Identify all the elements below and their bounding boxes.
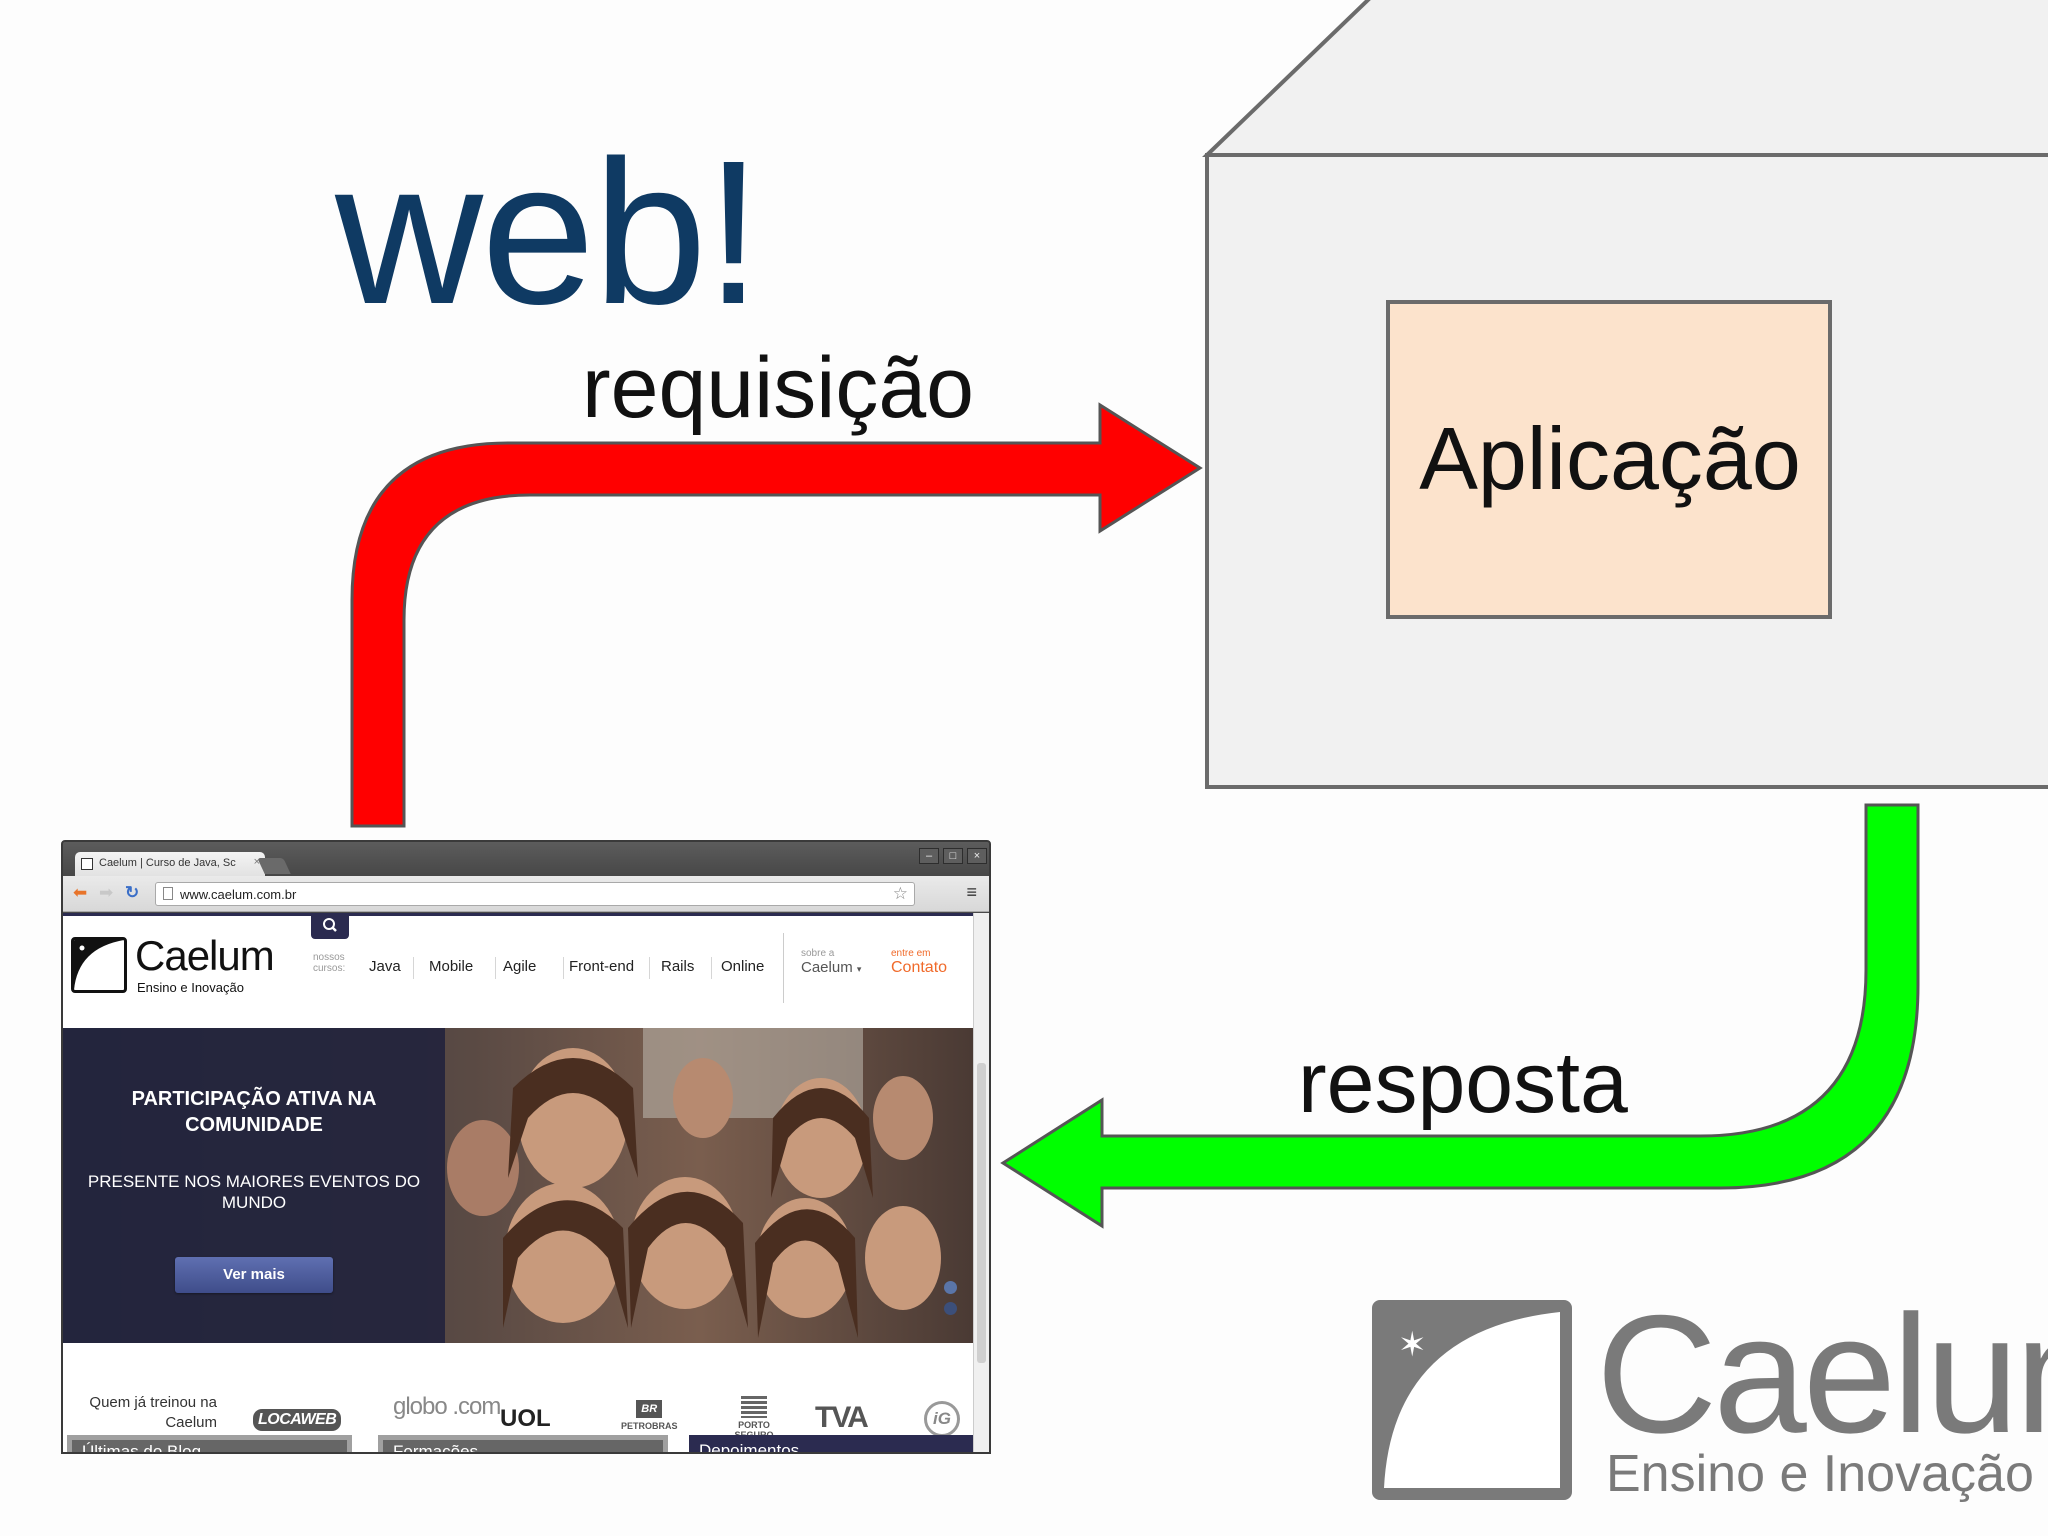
site-top-bar [63, 913, 973, 916]
corporate-logo-name: Caelum [1596, 1280, 2048, 1468]
bookmark-star-icon[interactable]: ☆ [892, 884, 908, 903]
tab-title: Caelum | Curso de Java, Sc [99, 857, 236, 869]
application-box [1386, 300, 1832, 619]
nav-item-online[interactable]: Online [721, 958, 765, 975]
svg-text:✶: ✶ [1398, 1325, 1427, 1365]
client-logo-locaweb: LOCAWEB [253, 1409, 342, 1431]
browser-window: Caelum | Curso de Java, Sc × – □ × ⬅ ➡ ↻… [61, 840, 991, 1454]
minimize-button[interactable]: – [919, 848, 939, 864]
page-icon [163, 887, 173, 900]
about-caelum-label: Caelum [801, 959, 853, 976]
close-window-button[interactable]: × [967, 848, 987, 864]
favicon-icon [81, 858, 93, 870]
caret-down-icon: ▾ [856, 964, 862, 974]
petrobras-br-icon: BR [636, 1400, 663, 1418]
carousel-dot[interactable] [944, 1281, 957, 1294]
porto-seguro-icon [741, 1396, 767, 1418]
nav-divider [495, 957, 496, 979]
application-label: Aplicação [1419, 409, 1801, 508]
nav-divider [563, 957, 564, 979]
carousel-dot[interactable] [944, 1302, 957, 1315]
browser-toolbar: ⬅ ➡ ↻ www.caelum.com.br ☆ ≡ [63, 876, 989, 912]
address-bar[interactable]: www.caelum.com.br ☆ [155, 882, 915, 906]
client-logo-ig: iG [924, 1401, 960, 1437]
tab-depoimentos[interactable]: Depoimentos [689, 1435, 973, 1452]
caelum-logo-icon[interactable] [71, 937, 127, 993]
server-building-roof [1202, 0, 2048, 157]
tab-latest-blog[interactable]: Últimas do Blog [67, 1435, 352, 1452]
vertical-scrollbar[interactable] [973, 913, 989, 1452]
nav-prefix: nossos cursos: [313, 952, 346, 974]
response-arrow [1000, 803, 1920, 1229]
client-logo-porto-seguro: PORTO SEGURO [732, 1396, 776, 1441]
nav-item-agile[interactable]: Agile [503, 958, 537, 975]
contact-link[interactable]: Contato [891, 959, 948, 976]
site-logo-tagline: Ensino e Inovação [137, 980, 244, 995]
search-icon [323, 918, 337, 932]
scrollbar-thumb[interactable] [977, 1063, 986, 1363]
nav-item-mobile[interactable]: Mobile [429, 958, 474, 975]
tab-formacoes[interactable]: Formações [378, 1435, 668, 1452]
browser-tab[interactable]: Caelum | Curso de Java, Sc × [75, 852, 265, 876]
hero-headline: PARTICIPAÇÃO ATIVA NA COMUNIDADE [131, 1088, 377, 1136]
about-caelum-link[interactable]: Caelum ▾ [801, 960, 861, 975]
porto-seguro-wordmark: PORTO SEGURO [734, 1420, 773, 1440]
nav-item-rails[interactable]: Rails [661, 958, 695, 975]
see-more-button[interactable]: Ver mais [175, 1257, 333, 1293]
tab-bar: Caelum | Curso de Java, Sc × – □ × [63, 842, 989, 876]
nav-item-front-end[interactable]: Front-end [569, 958, 635, 975]
nav-divider [649, 957, 650, 979]
contact-prefix: entre em [891, 948, 931, 959]
nav-divider [783, 933, 784, 1003]
client-logo-petrobras: BR PETROBRAS [621, 1400, 678, 1431]
site-logo-name[interactable]: Caelum [135, 932, 275, 979]
hero-banner: PARTICIPAÇÃO ATIVA NA COMUNIDADE PRESENT… [63, 1028, 973, 1343]
nav-item-java[interactable]: Java [369, 958, 401, 975]
client-logo-uol: UOL [500, 1405, 551, 1432]
back-arrow-icon[interactable]: ⬅ [73, 883, 88, 902]
url-text: www.caelum.com.br [180, 887, 297, 902]
client-logo-tva: TVA [815, 1401, 869, 1434]
hero-subheadline: PRESENTE NOS MAIORES EVENTOS DO MUNDO [87, 1172, 421, 1213]
request-arrow [350, 402, 1203, 828]
site-search-button[interactable] [311, 913, 349, 939]
clients-label: Quem já treinou na Caelum [89, 1394, 217, 1431]
forward-arrow-icon[interactable]: ➡ [99, 883, 114, 902]
caelum-corporate-logo-icon: ✶ [1372, 1300, 1572, 1500]
page-viewport: Caelum Ensino e Inovação nossos cursos: … [63, 913, 973, 1452]
diagram-title: web! [335, 118, 762, 347]
maximize-button[interactable]: □ [943, 848, 963, 864]
reload-icon[interactable]: ↻ [125, 883, 140, 902]
petrobras-wordmark: PETROBRAS [621, 1421, 678, 1431]
client-logo-globo: globo .com [393, 1393, 501, 1420]
nav-divider [711, 957, 712, 979]
request-label: requisição [582, 340, 974, 436]
menu-icon[interactable]: ≡ [966, 882, 977, 902]
tab-close-icon[interactable]: × [253, 856, 260, 868]
nav-divider [413, 957, 414, 979]
corporate-logo-tagline: Ensino e Inovação [1606, 1445, 2034, 1503]
response-label: resposta [1298, 1035, 1628, 1131]
about-prefix: sobre a [801, 948, 835, 959]
